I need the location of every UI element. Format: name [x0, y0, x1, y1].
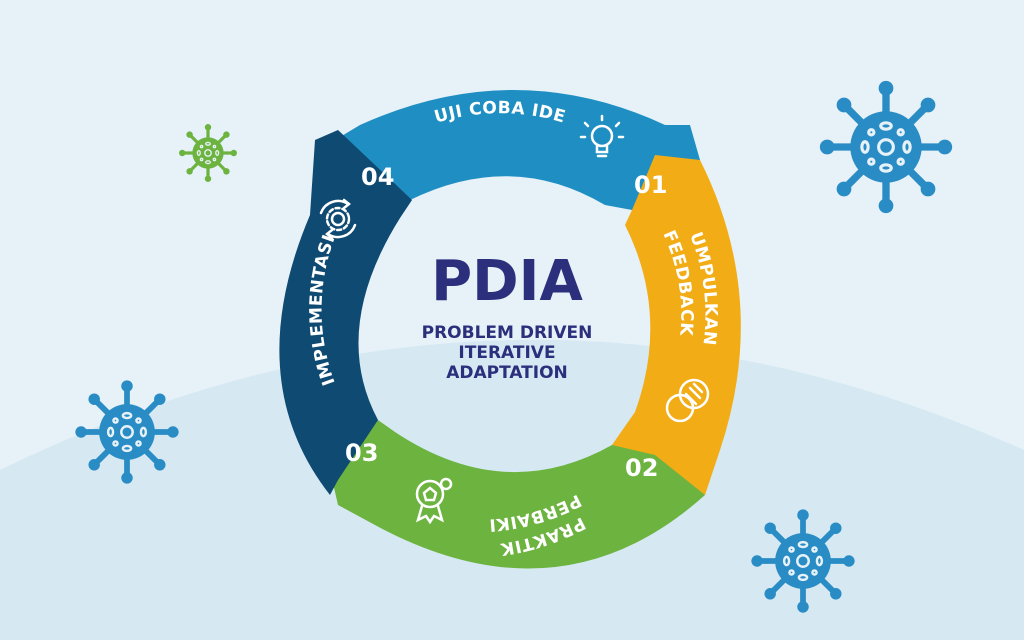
virus-icon: [751, 509, 854, 612]
diagram-title: PDIA: [431, 249, 583, 314]
virus-icon: [75, 380, 178, 483]
virus-icon: [177, 122, 239, 184]
segment-02: [612, 155, 741, 495]
gear-cycle-icon: [319, 198, 357, 240]
step-02-number: 02: [625, 454, 658, 482]
award-badge-icon: [415, 477, 453, 525]
segment-03: [330, 420, 705, 569]
step-01-number: 01: [634, 171, 667, 199]
segment-01: [335, 90, 700, 210]
lightbulb-icon: [579, 114, 625, 158]
subtitle-line-3: ADAPTATION: [446, 363, 568, 383]
virus-icon: [820, 81, 952, 213]
segment-04: [279, 130, 412, 495]
chat-bubbles-icon: [665, 378, 710, 423]
step-03-number: 03: [345, 439, 378, 467]
subtitle-line-2: ITERATIVE: [458, 343, 555, 363]
subtitle-line-1: PROBLEM DRIVEN: [422, 323, 593, 343]
step-04-number: 04: [361, 163, 394, 191]
